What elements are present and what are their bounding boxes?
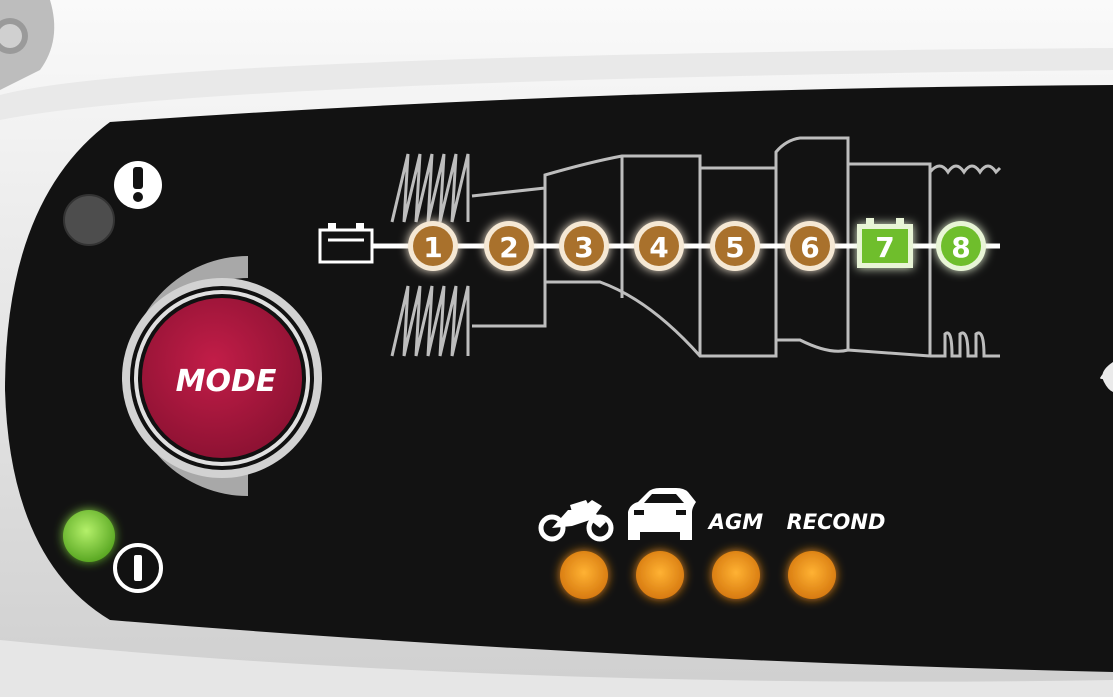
step-8-label: 8 — [951, 231, 970, 264]
step-5-led — [715, 226, 755, 266]
step-6-led — [790, 226, 830, 266]
step-5: 5 — [710, 221, 760, 271]
step-6-label: 6 — [800, 231, 819, 264]
step-4-label: 4 — [649, 231, 668, 264]
mode-recond-led — [788, 551, 836, 599]
power-led — [63, 510, 115, 562]
step-7-label: 7 — [875, 231, 894, 264]
battery-icon — [318, 223, 374, 264]
step-2: 2 — [484, 221, 534, 271]
car-icon — [628, 488, 696, 540]
front-panel — [5, 85, 1113, 672]
step-8: 8 — [936, 221, 986, 271]
step-1-led — [413, 226, 453, 266]
mode-recond-label: RECOND — [787, 510, 886, 534]
charging-profile-graphic — [390, 136, 1002, 358]
step-7-led — [862, 229, 908, 263]
error-indicator — [63, 161, 162, 246]
motorcycle-icon — [538, 500, 614, 542]
mode-button-label: MODE — [176, 364, 277, 399]
step-3-label: 3 — [574, 231, 593, 264]
step-3: 3 — [559, 221, 609, 271]
step-1: 1 — [408, 221, 458, 271]
step-2-led — [489, 226, 529, 266]
step-4-led — [639, 226, 679, 266]
mode-agm-led — [712, 551, 760, 599]
mode-car-led — [636, 551, 684, 599]
step-5-label: 5 — [725, 231, 744, 264]
step-8-led — [941, 226, 981, 266]
power-indicator — [63, 510, 163, 593]
mode-agm-label: AGM — [707, 510, 763, 534]
error-led — [64, 195, 114, 245]
step-1-label: 1 — [423, 231, 442, 264]
mode-button[interactable]: MODE — [122, 256, 322, 496]
step-6: 6 — [785, 221, 835, 271]
power-icon — [113, 543, 163, 593]
step-2-label: 2 — [499, 231, 518, 264]
step-7: 7 — [857, 218, 913, 268]
step-4: 4 — [634, 221, 684, 271]
exclamation-icon — [114, 161, 162, 209]
step-3-led — [564, 226, 604, 266]
mode-motorcycle-led — [560, 551, 608, 599]
